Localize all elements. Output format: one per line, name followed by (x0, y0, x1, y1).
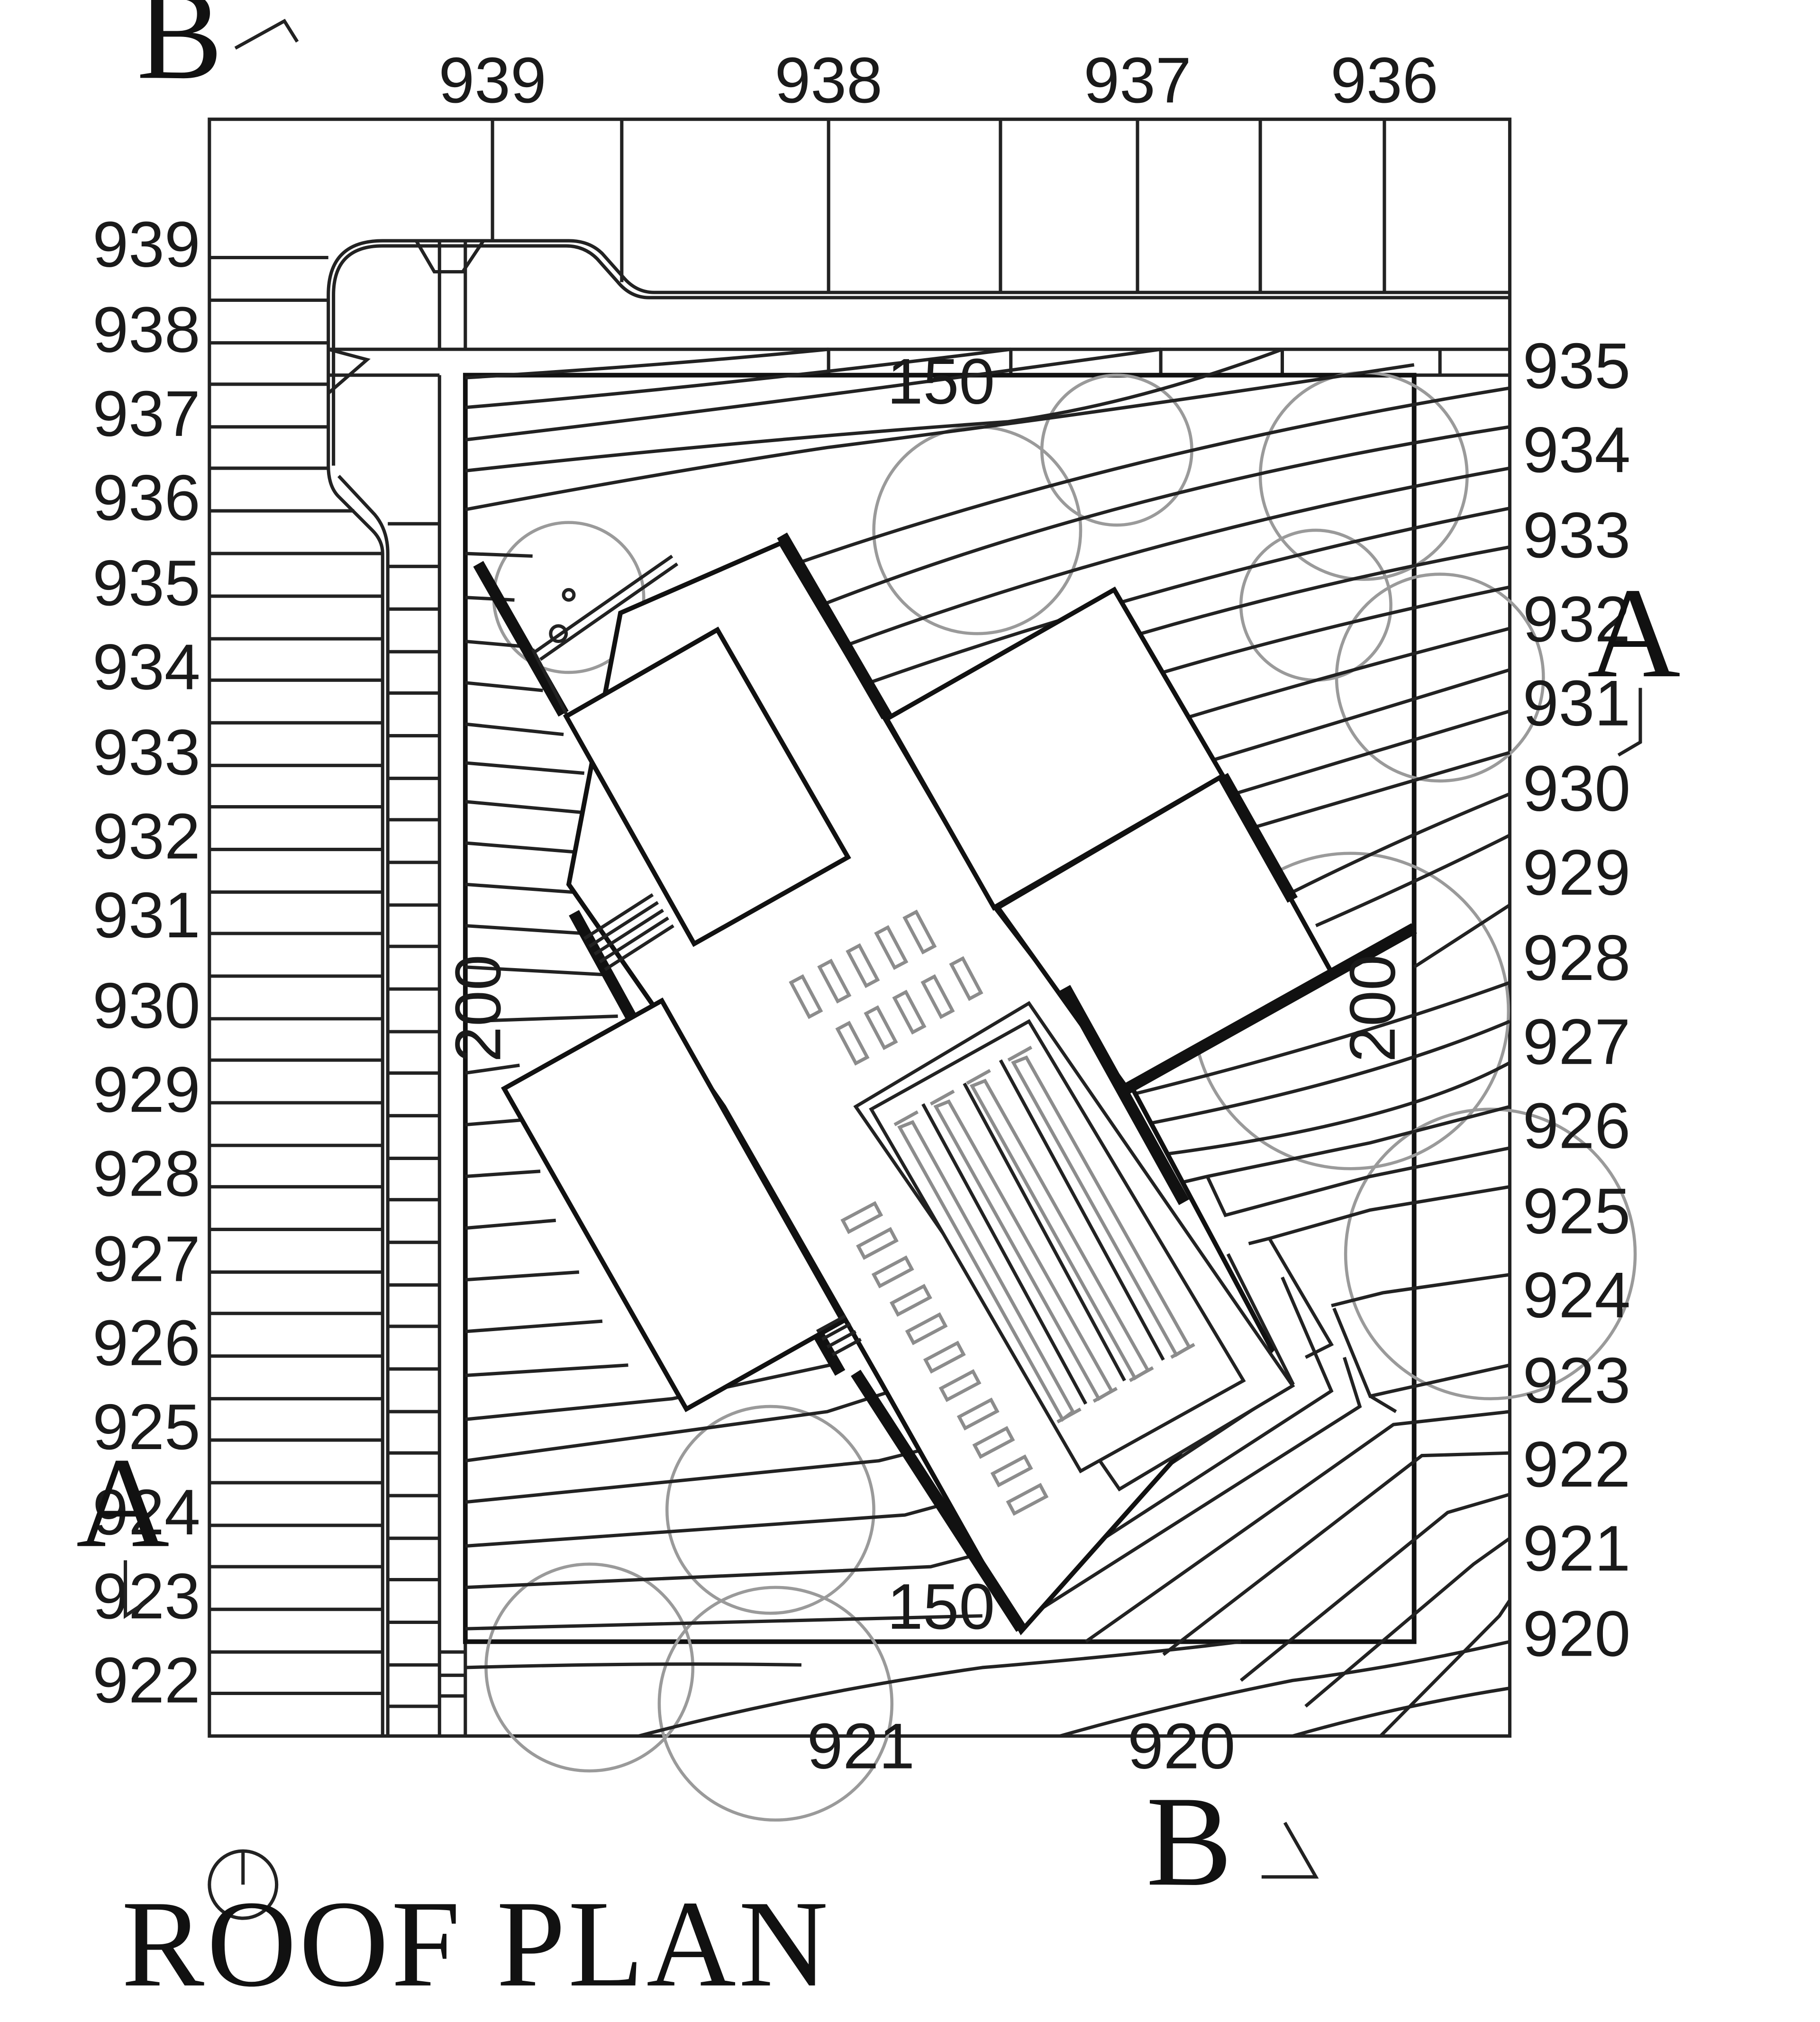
contour-label: 929 (1523, 836, 1631, 908)
contour-label: 934 (92, 631, 200, 703)
skylight-slots (789, 909, 1049, 1516)
contour-label: 923 (92, 1560, 200, 1632)
contour-label: 929 (92, 1053, 200, 1125)
contour-label: 924 (1523, 1259, 1631, 1331)
planter-troughs (893, 1045, 1195, 1424)
contour-label: 931 (92, 879, 200, 951)
retaining-walls (473, 532, 1417, 1632)
contour-label: 928 (1523, 922, 1631, 994)
contour-label: 939 (438, 44, 546, 116)
contour-label: 920 (1523, 1597, 1631, 1669)
bottom-contour-labels: 921 920 (807, 1710, 1236, 1782)
contour-label: 923 (1523, 1344, 1631, 1416)
dimension-right: 200 (1337, 954, 1409, 1062)
contour-label: 922 (1523, 1428, 1631, 1500)
contour-label: 926 (92, 1307, 200, 1379)
contour-label: 922 (92, 1644, 200, 1716)
contour-label: 938 (92, 294, 200, 366)
left-contour-lines (209, 255, 383, 1696)
contour-label: 938 (774, 44, 883, 116)
contour-label: 930 (92, 970, 200, 1042)
dimension-top: 150 (887, 345, 995, 417)
dimension-left: 200 (442, 954, 514, 1062)
entry-detail (531, 554, 679, 715)
contour-label: 931 (1523, 667, 1631, 739)
contour-label: 921 (1523, 1512, 1631, 1584)
contour-label: 920 (1128, 1710, 1236, 1782)
drawing-title: ROOF PLAN (121, 1875, 831, 2013)
contour-label: 926 (1523, 1090, 1631, 1162)
roof-garden-inner (869, 1019, 1246, 1474)
contour-label: 935 (92, 547, 200, 619)
stairs (583, 893, 862, 1357)
section-marker-b-bottom: B (1146, 1769, 1232, 1913)
contour-label: 939 (92, 209, 200, 281)
site-boundary (208, 118, 1511, 1738)
section-marker-b-top: B (136, 0, 223, 106)
contour-label: 924 (92, 1476, 200, 1548)
contour-label: 925 (1523, 1175, 1631, 1247)
contour-label: 935 (1523, 330, 1631, 402)
contour-label: 937 (1083, 44, 1192, 116)
contour-label: 936 (92, 462, 200, 534)
section-marker-a-right: A (1587, 561, 1681, 704)
contour-label: 927 (1523, 1006, 1631, 1078)
contour-label: 921 (807, 1710, 915, 1782)
roof-volume-sw (500, 997, 846, 1413)
top-parcel-lines (491, 119, 1386, 293)
road-ticks (388, 522, 465, 1708)
top-contour-labels: 939 938 937 936 (438, 44, 1438, 116)
contour-label: 937 (92, 378, 200, 450)
section-markers: B A A B (76, 0, 1681, 1913)
contour-label: 932 (1523, 583, 1631, 655)
property-line (463, 372, 1417, 1644)
dimension-bottom: 150 (887, 1570, 995, 1642)
north-arrow-icon (208, 1849, 279, 1920)
right-contour-labels: 935 934 933 932 931 930 929 928 927 926 … (1523, 330, 1631, 1669)
left-contour-labels: 939 938 937 936 935 934 933 932 931 930 … (92, 209, 200, 1716)
contour-label: 934 (1523, 414, 1631, 486)
contour-label: 927 (92, 1223, 200, 1295)
contour-label: 928 (92, 1138, 200, 1210)
contour-label: 936 (1330, 44, 1438, 116)
contour-label: 932 (92, 800, 200, 872)
contour-label: 933 (92, 716, 200, 788)
section-marker-a-left: A (76, 1431, 170, 1574)
roof-volume-nw (563, 626, 851, 947)
contour-label: 933 (1523, 499, 1631, 571)
dimension-labels: 150 150 200 200 (442, 345, 1408, 1642)
contour-label: 925 (92, 1391, 200, 1463)
contour-label: 930 (1523, 753, 1631, 825)
